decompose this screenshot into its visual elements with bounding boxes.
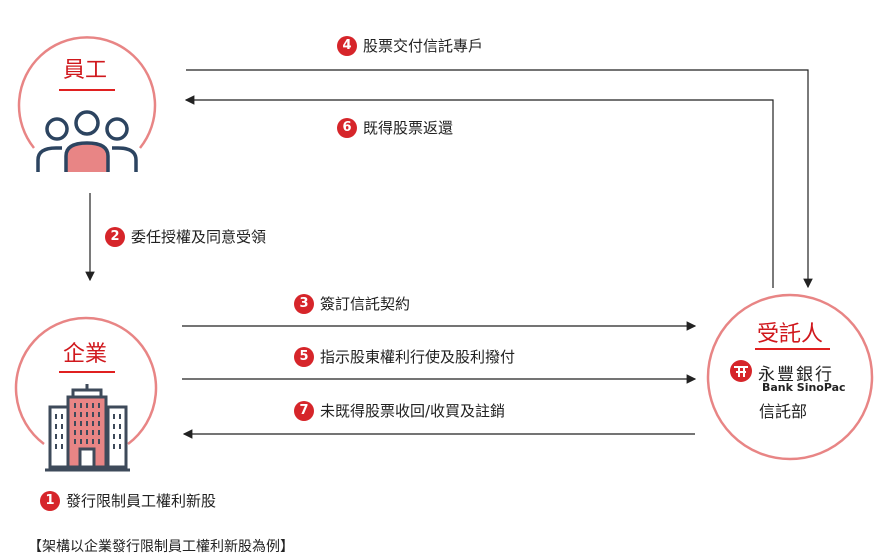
window (119, 424, 121, 429)
step-text: 簽訂信託契約 (320, 295, 411, 313)
window (55, 434, 57, 439)
step-7: 7 未既得股票收回/收買及註銷 (294, 400, 505, 421)
step-number: 3 (294, 293, 314, 314)
step-number: 5 (294, 346, 314, 367)
window (86, 403, 88, 408)
window (80, 421, 82, 426)
window (92, 430, 94, 435)
employee-title: 員工 (62, 58, 107, 83)
window (80, 403, 82, 408)
window (61, 444, 63, 449)
step-text: 發行限制員工權利新股 (66, 492, 217, 510)
window (98, 421, 100, 426)
step-number: 4 (337, 35, 357, 56)
window (74, 430, 76, 435)
window (92, 412, 94, 417)
window (119, 444, 121, 449)
step-3: 3 簽訂信託契約 (294, 293, 410, 314)
window (92, 421, 94, 426)
step-number: 1 (40, 490, 60, 511)
trustee-underline (755, 348, 830, 350)
step-1: 1 發行限制員工權利新股 (40, 490, 216, 511)
sinopac-logo-icon (730, 360, 752, 382)
step-text: 未既得股票收回/收買及註銷 (320, 402, 506, 420)
window (55, 424, 57, 429)
enterprise-underline (59, 371, 115, 373)
step-text: 既得股票返還 (363, 119, 454, 137)
footnote: 【架構以企業發行限制員工權利新股為例】 (28, 539, 294, 555)
step-4: 4 股票交付信託專戶 (337, 35, 483, 56)
step-text: 委任授權及同意受領 (131, 228, 267, 246)
window (113, 434, 115, 439)
trustee-circle (706, 293, 874, 461)
window (98, 439, 100, 444)
step-6: 6 既得股票返還 (337, 117, 453, 138)
arrow-4 (186, 69, 813, 289)
step-text: 指示股東權利行使及股利撥付 (320, 348, 516, 366)
enterprise-title: 企業 (62, 342, 107, 367)
arrow-6 (184, 95, 774, 288)
window (98, 412, 100, 417)
window (55, 414, 57, 419)
window (80, 430, 82, 435)
window (55, 444, 57, 449)
window (86, 421, 88, 426)
trustee-title: 受託人 (756, 322, 823, 347)
window (61, 434, 63, 439)
employee-circle (17, 36, 157, 149)
window (92, 439, 94, 444)
window (61, 414, 63, 419)
window (86, 439, 88, 444)
window (80, 439, 82, 444)
windows (55, 403, 121, 449)
step-number: 7 (294, 400, 314, 421)
window (119, 434, 121, 439)
window (113, 444, 115, 449)
bank-name-en: Bank SinoPac (762, 381, 846, 394)
step-2: 2 委任授權及同意受領 (105, 226, 266, 247)
building-icon (45, 384, 130, 472)
window (98, 403, 100, 408)
enterprise-circle (14, 316, 158, 445)
people-icon (36, 110, 138, 172)
step-number: 6 (337, 117, 357, 138)
window (61, 424, 63, 429)
employee-underline (59, 89, 115, 91)
window (86, 430, 88, 435)
window (113, 414, 115, 419)
window (74, 439, 76, 444)
bank-name-zh: 永豐銀行 (758, 365, 834, 385)
window (80, 412, 82, 417)
bank-dept: 信託部 (759, 402, 808, 421)
window (74, 403, 76, 408)
window (74, 421, 76, 426)
window (74, 412, 76, 417)
window (113, 424, 115, 429)
step-5: 5 指示股東權利行使及股利撥付 (294, 346, 515, 367)
window (98, 430, 100, 435)
window (92, 403, 94, 408)
window (119, 414, 121, 419)
step-text: 股票交付信託專戶 (363, 37, 484, 55)
step-number: 2 (105, 226, 125, 247)
window (86, 412, 88, 417)
